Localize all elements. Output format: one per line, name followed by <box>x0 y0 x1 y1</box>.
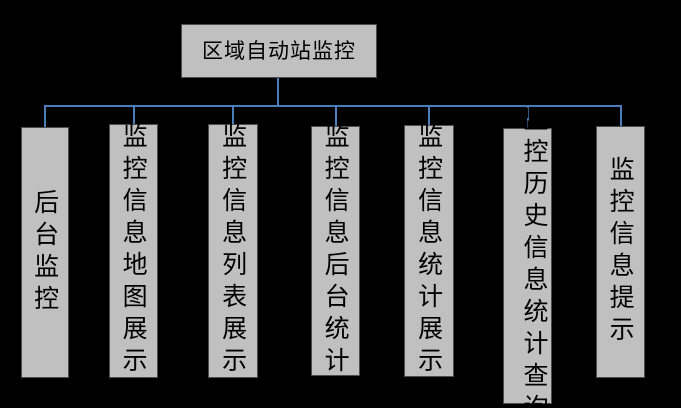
connector-drop-2 <box>133 105 135 125</box>
connector-drop-6 <box>527 105 529 129</box>
connector-drop-4 <box>335 105 337 127</box>
node-child-5[interactable]: 监控信息统计展示 <box>404 123 454 379</box>
node-child-6-label: 监控历史信息统计查询 <box>520 106 549 408</box>
node-child-3[interactable]: 监控信息列表展示 <box>208 123 258 379</box>
node-child-2-label: 监控信息地图展示 <box>119 123 149 379</box>
node-child-3-label: 监控信息列表展示 <box>218 123 248 379</box>
node-child-5-label: 监控信息统计展示 <box>414 123 444 379</box>
connector-drop-1 <box>44 105 46 128</box>
node-root-label: 区域自动站监控 <box>202 38 356 63</box>
node-child-1-label: 后台监控 <box>30 188 60 317</box>
connector-drop-7 <box>620 105 622 126</box>
connector-horizontal-bus <box>44 105 622 107</box>
node-child-7[interactable]: 监控信息提示 <box>596 126 645 378</box>
connector-drop-5 <box>428 105 430 126</box>
node-child-7-label: 监控信息提示 <box>606 156 636 348</box>
node-root[interactable]: 区域自动站监控 <box>181 24 377 78</box>
node-child-6[interactable]: 监控历史信息统计查询 <box>503 106 552 408</box>
node-child-1[interactable]: 后台监控 <box>21 127 69 378</box>
node-child-4[interactable]: 监控信息后台统计 <box>311 123 360 379</box>
connector-drop-3 <box>232 105 234 125</box>
node-child-4-label: 监控信息后台统计 <box>321 123 351 379</box>
node-child-2[interactable]: 监控信息地图展示 <box>109 123 158 379</box>
connector-root-stem <box>277 78 279 107</box>
